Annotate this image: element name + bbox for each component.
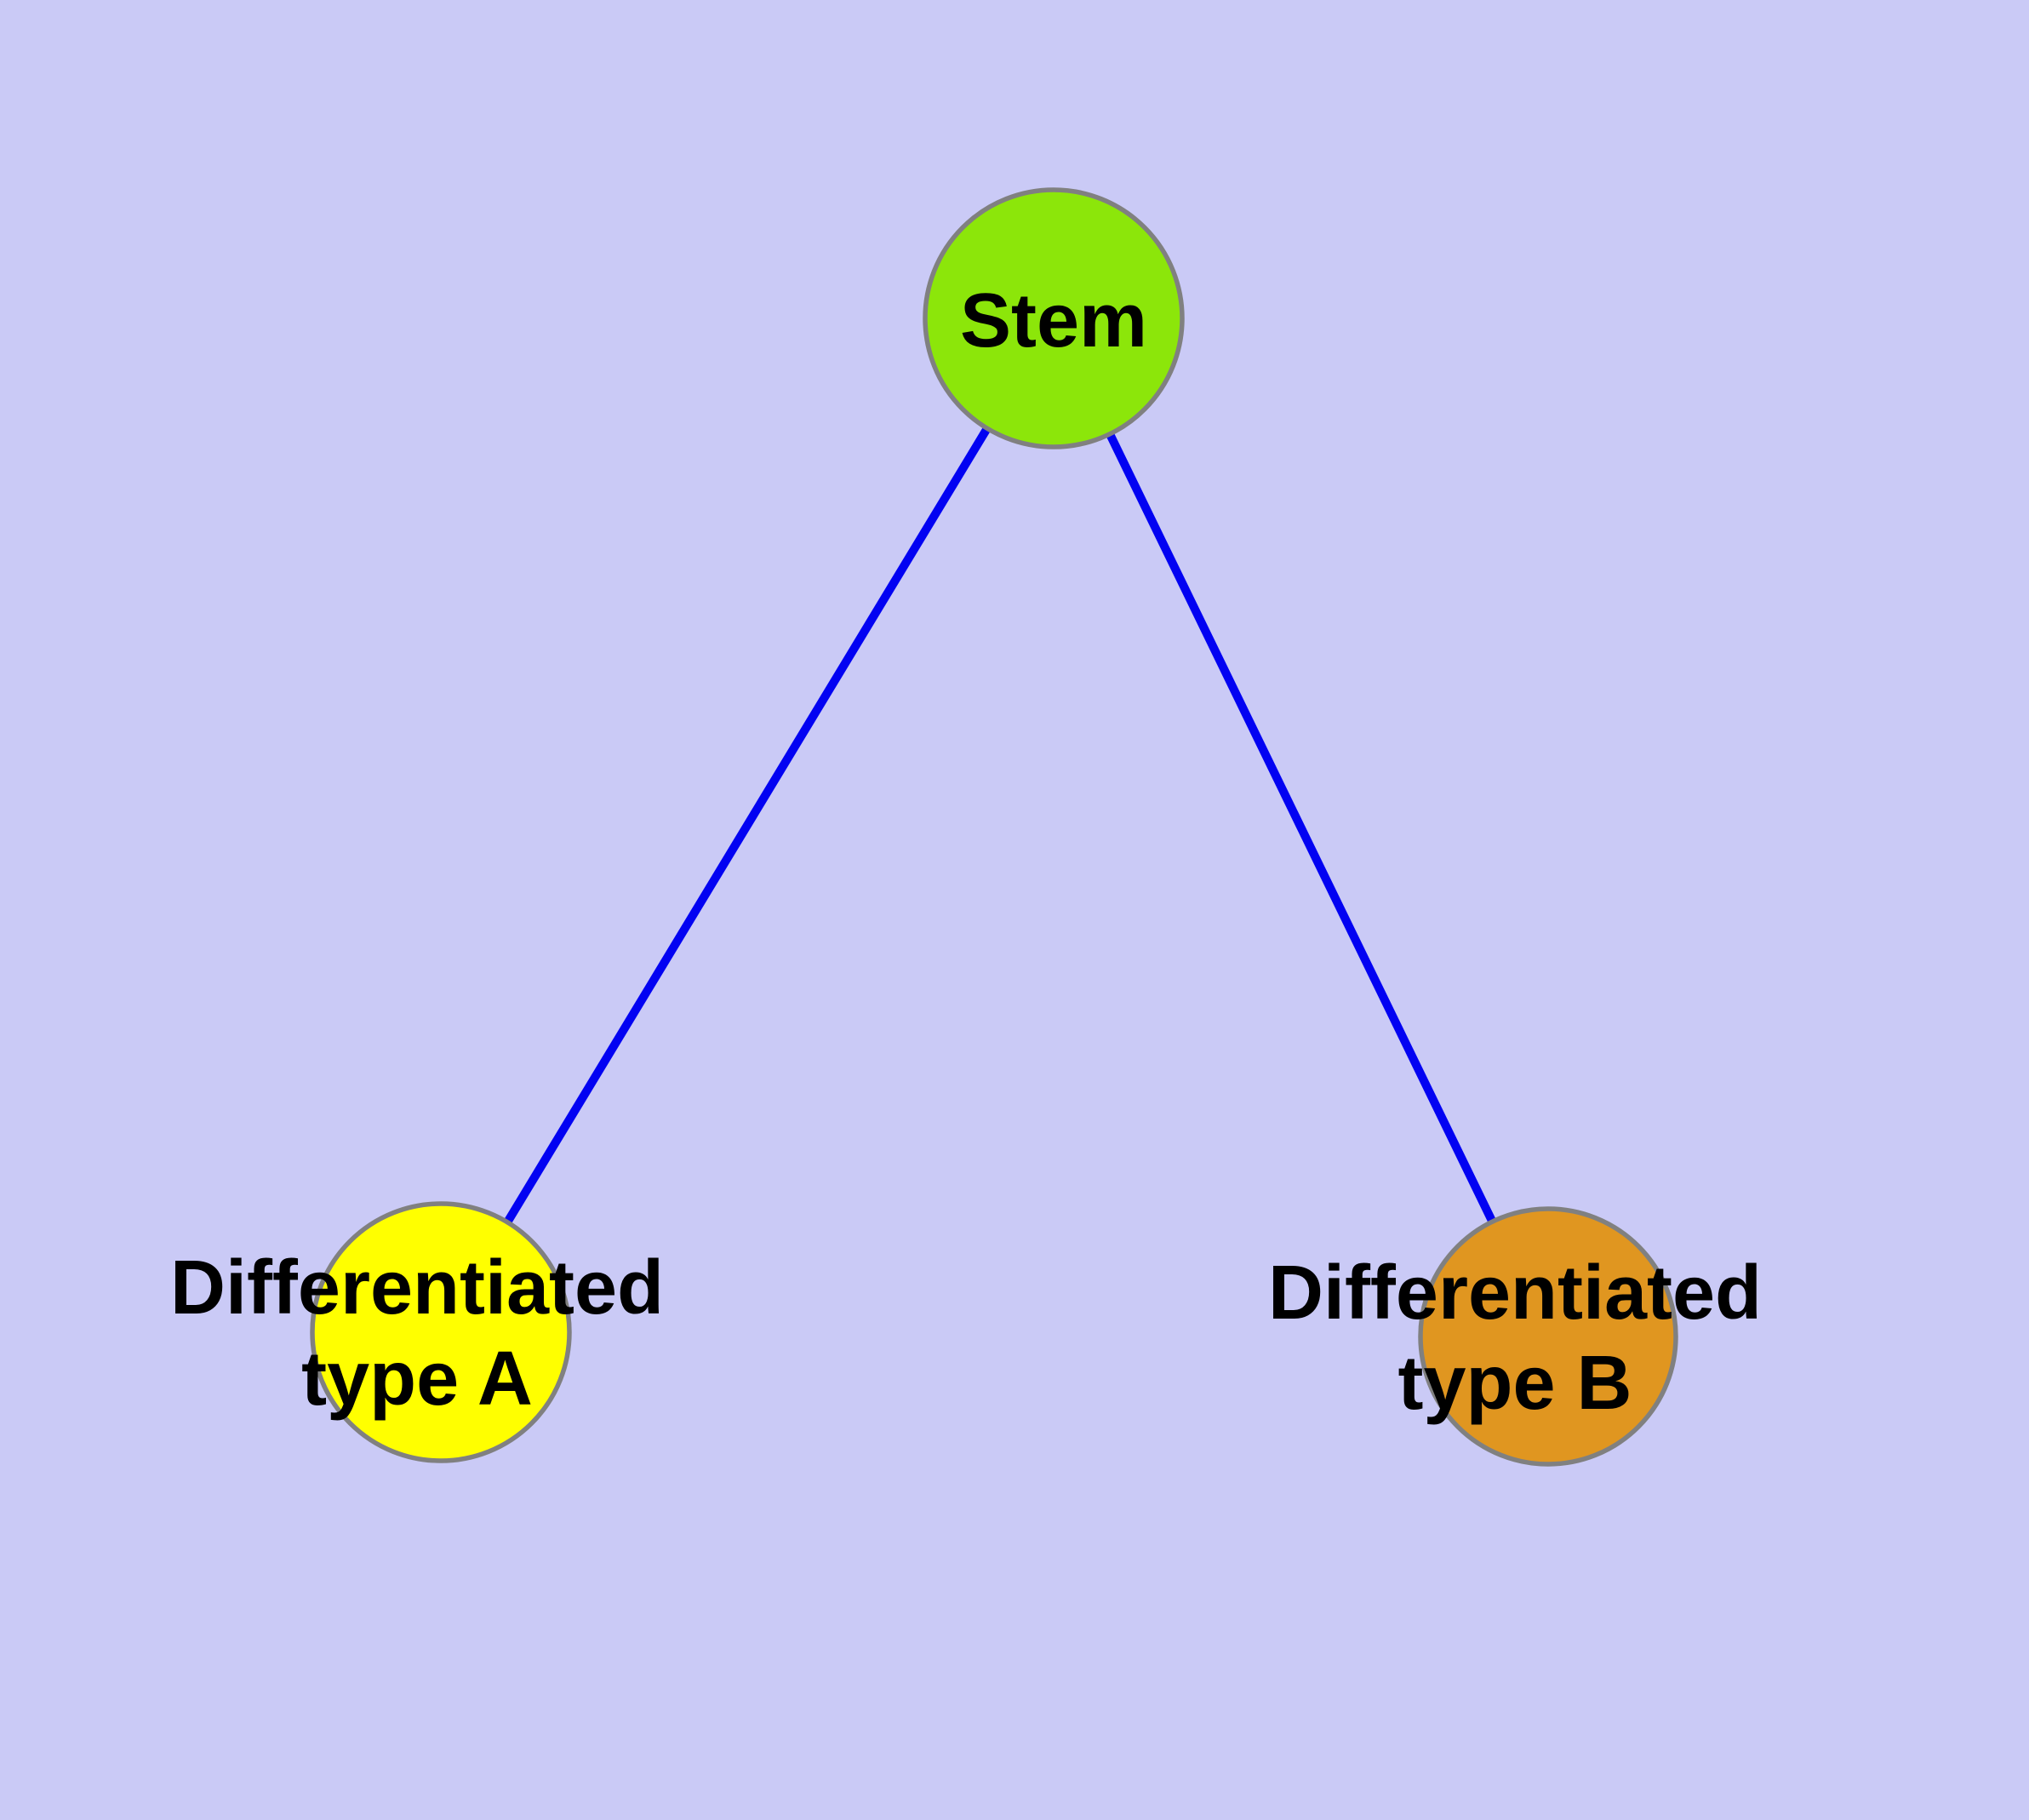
node-type-a-label-line2: type A bbox=[301, 1336, 533, 1422]
edge-stem-to-type-b bbox=[1049, 316, 1552, 1339]
node-type-a bbox=[310, 1201, 572, 1463]
node-type-b-label-line1: Differentiated bbox=[1268, 1251, 1762, 1336]
node-stem-label: Stem bbox=[960, 278, 1147, 363]
node-type-a-label-line1: Differentiated bbox=[170, 1245, 664, 1331]
node-type-b-label-line2: type B bbox=[1397, 1341, 1632, 1426]
node-type-b bbox=[1418, 1206, 1678, 1467]
node-stem bbox=[923, 187, 1185, 449]
edge-stem-to-type-a bbox=[437, 316, 1058, 1335]
